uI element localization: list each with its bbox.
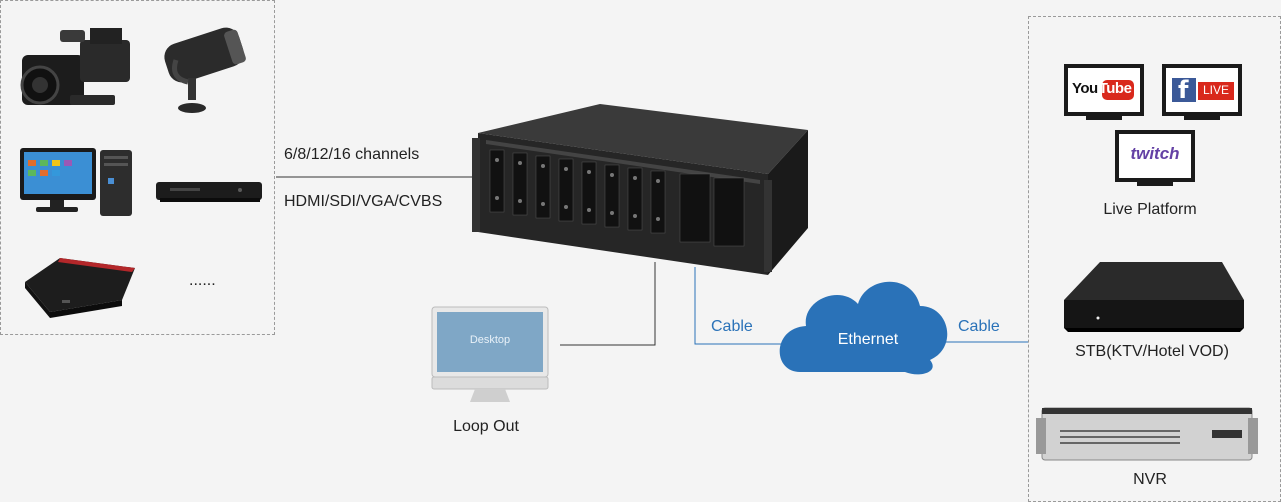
youtube-you-text: You: [1072, 80, 1098, 97]
camcorder-icon: [20, 28, 130, 105]
facebook-live-monitor-icon: [1162, 64, 1242, 120]
ethernet-cloud-icon: [779, 281, 948, 375]
cctv-camera-icon: [164, 27, 246, 113]
nvr-label: NVR: [1133, 471, 1167, 488]
stb-box-icon: [1064, 262, 1244, 332]
sources-ellipsis: ......: [189, 272, 216, 289]
nvr-icon: [1036, 407, 1258, 461]
twitch-logo-text: twitch: [1130, 144, 1180, 163]
ethernet-label: Ethernet: [837, 331, 899, 348]
loop-out-label: Loop Out: [453, 418, 519, 435]
twitch-monitor-icon: [1115, 130, 1195, 186]
youtube-logo: YouTube: [1072, 80, 1132, 97]
facebook-live-text: LIVE: [1202, 83, 1229, 97]
tv-box-icon: [25, 258, 135, 318]
encoder-chassis-icon: [472, 104, 808, 275]
media-player-icon: [156, 182, 262, 202]
stb-label: STB(KTV/Hotel VOD): [1075, 343, 1229, 360]
youtube-tube-text: Tube: [1098, 80, 1132, 97]
inputs-label: HDMI/SDI/VGA/CVBS: [284, 193, 443, 210]
facebook-f-text: f: [1178, 76, 1189, 104]
desktop-computer-icon: [20, 148, 132, 216]
loop-out-monitor-icon: [431, 306, 549, 402]
cable-left-line: [694, 267, 790, 345]
loop-out-line: [560, 262, 656, 346]
cable-right-label: Cable: [958, 318, 1000, 335]
desktop-screen-text: Desktop: [469, 334, 511, 346]
cable-left-label: Cable: [711, 318, 753, 335]
youtube-monitor-icon: [1064, 64, 1144, 120]
live-platform-label: Live Platform: [1103, 201, 1197, 218]
channels-label: 6/8/12/16 channels: [284, 146, 420, 163]
